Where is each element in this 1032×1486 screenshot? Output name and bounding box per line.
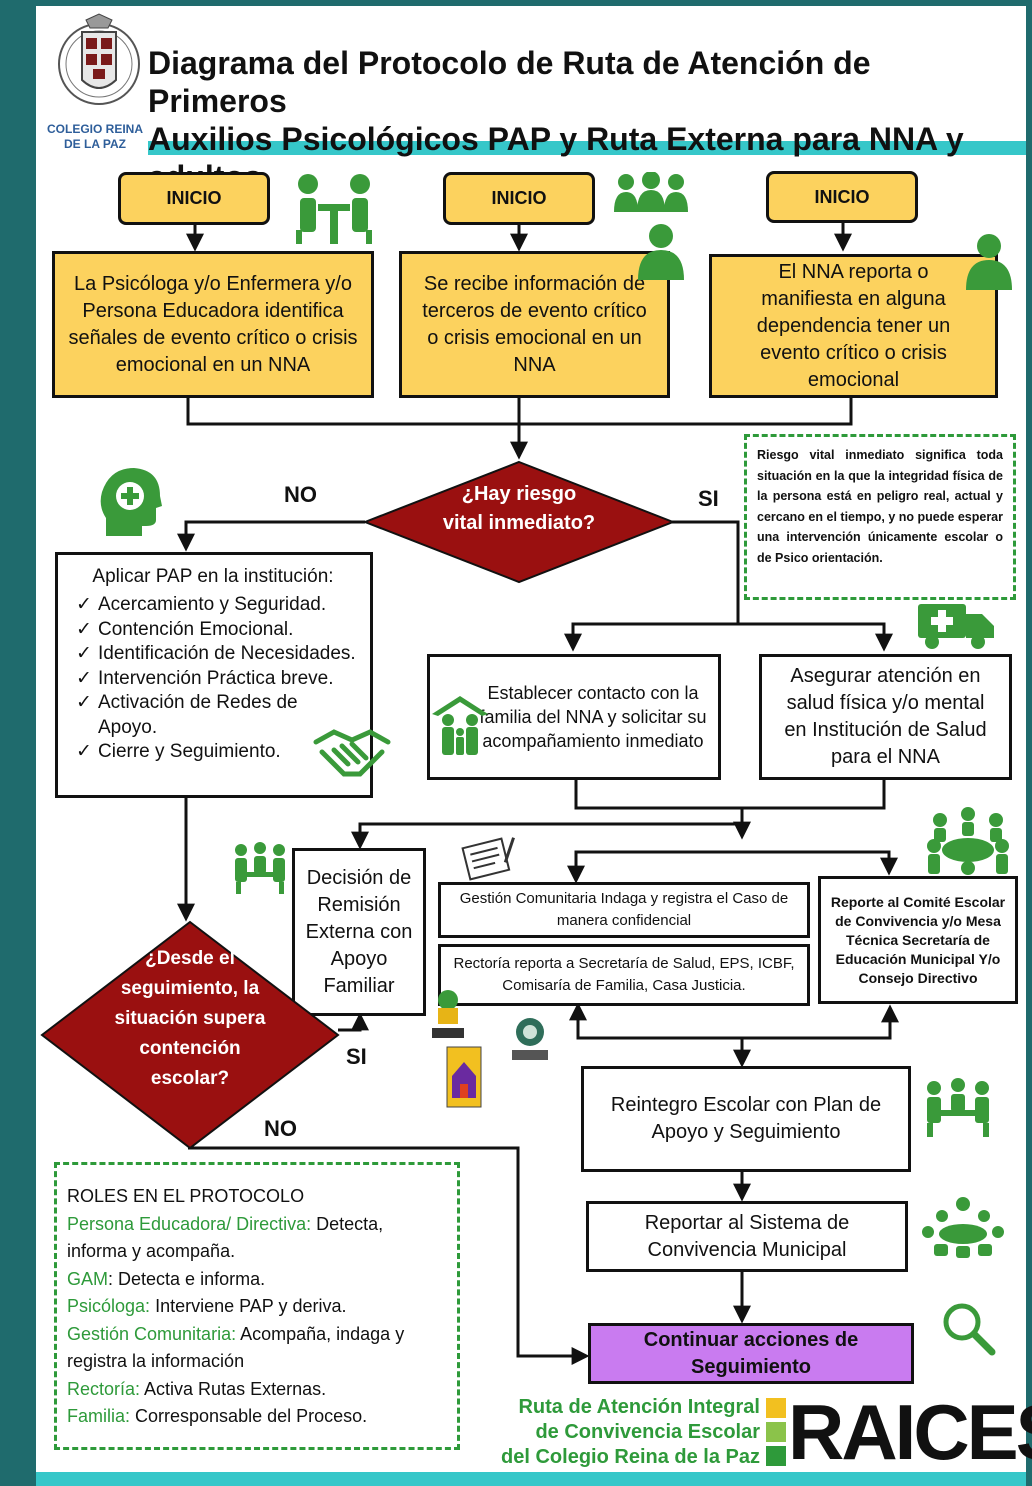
meeting-table-icon <box>296 174 372 244</box>
roles-panel: ROLES EN EL PROTOCOLO Persona Educadora/… <box>54 1162 460 1450</box>
roles-title: ROLES EN EL PROTOCOLO <box>67 1186 305 1206</box>
decision-escalation-no-label: NO <box>264 1116 297 1141</box>
role-entry: Rectoría: Activa Rutas Externas. <box>67 1376 447 1404</box>
route-caption-line-3: del Colegio Reina de la Paz <box>501 1446 760 1468</box>
entry-nna-reports-box: El NNA reporta o manifiesta en alguna de… <box>709 254 998 398</box>
health-care-box: Asegurar atención en salud física y/o me… <box>759 654 1012 780</box>
community-management-box: Gestión Comunitaria Indaga y registra el… <box>438 882 810 938</box>
role-entry: Familia: Corresponsable del Proceso. <box>67 1403 447 1431</box>
role-desc: : Detecta e informa. <box>108 1268 266 1289</box>
right-border <box>1026 0 1032 1486</box>
notepad-icon <box>461 837 515 881</box>
handshake-icon <box>313 729 391 777</box>
role-desc: Interviene PAP y deriva. <box>150 1296 347 1316</box>
route-caption-line-2: de Convivencia Escolar <box>535 1421 760 1443</box>
role-name: Persona Educadora/ Directiva: <box>67 1213 312 1234</box>
role-entry: Persona Educadora/ Directiva: Detecta, i… <box>67 1211 447 1266</box>
left-sidebar-band <box>0 0 36 1486</box>
brand-square-yellow <box>766 1398 786 1418</box>
decision-escalation-yes-label: SI <box>346 1044 367 1069</box>
role-name: Familia: <box>67 1406 131 1426</box>
casa-justicia-logo <box>446 1046 482 1108</box>
bienestar-familiar-logo <box>432 990 464 1038</box>
brand-square-lightgreen <box>766 1422 786 1442</box>
risk-definition-note: Riesgo vital inmediato significa toda si… <box>744 434 1016 600</box>
head-health-icon <box>100 468 162 536</box>
school-name: COLEGIO REINA DE LA PAZ <box>46 122 143 151</box>
header-teal-band <box>148 141 1026 155</box>
pap-item: Contención Emocional. <box>76 618 360 643</box>
decision-escalation-diamond <box>40 920 340 1150</box>
role-name: Gestión Comunitaria: <box>67 1323 237 1344</box>
role-entry: GAM: Detecta e informa. <box>67 1266 447 1294</box>
ambulance-icon <box>918 604 994 649</box>
start-box-2: INICIO <box>443 172 595 225</box>
footer-teal-band <box>36 1472 1026 1486</box>
role-desc: Acompaña, indaga y registra la informaci… <box>67 1323 405 1372</box>
rectoria-report-box: Rectoría reporta a Secretaría de Salud, … <box>438 944 810 1006</box>
group-icon <box>614 172 688 212</box>
pap-item: Activación de Redes de Apoyo. <box>76 691 360 740</box>
report-system-box: Reportar al Sistema de Convivencia Munic… <box>586 1201 908 1272</box>
role-desc: Activa Rutas Externas. <box>140 1378 327 1399</box>
entry-identifies-box: La Psicóloga y/o Enfermera y/o Persona E… <box>52 251 374 398</box>
person-icon <box>966 234 1012 290</box>
school-crest-logo <box>58 13 140 105</box>
meeting-icon <box>927 1078 989 1137</box>
role-desc: Corresponsable del Proceso. <box>130 1406 368 1426</box>
raices-brand: RAICES <box>788 1388 1032 1476</box>
continue-followup-box: Continuar acciones de Seguimiento <box>588 1323 914 1384</box>
family-icon <box>432 696 488 755</box>
pap-list: Acercamiento y Seguridad. Contención Emo… <box>76 593 360 765</box>
pap-item: Acercamiento y Seguridad. <box>76 593 360 618</box>
gobierno-logo <box>512 1018 548 1060</box>
route-caption: Ruta de Atención Integral de Convivencia… <box>490 1395 760 1470</box>
role-entry: Gestión Comunitaria: Acompaña, indaga y … <box>67 1321 447 1376</box>
conference-icon <box>927 807 1009 875</box>
decision-escalation-text: ¿Desde el seguimiento, la situación supe… <box>114 948 266 1089</box>
start-box-1: INICIO <box>118 172 270 225</box>
school-reintegration-box: Reintegro Escolar con Plan de Apoyo y Se… <box>581 1066 911 1172</box>
pap-heading: Aplicar PAP en la institución: <box>92 566 334 587</box>
pap-item: Identificación de Necesidades. <box>76 642 360 667</box>
route-caption-line-1: Ruta de Atención Integral <box>518 1396 760 1418</box>
title-line-1: Diagrama del Protocolo de Ruta de Atenci… <box>148 45 871 119</box>
role-desc: Detecta, informa y acompaña. <box>67 1213 384 1262</box>
role-name: Rectoría: <box>67 1378 141 1399</box>
referral-decision-box: Decisión de Remisión Externa con Apoyo F… <box>292 848 426 1016</box>
team-icon <box>922 1197 1004 1258</box>
magnifier-icon <box>943 1303 996 1356</box>
role-name: Psicóloga: <box>67 1296 151 1316</box>
committee-report-box: Reporte al Comité Escolar de Convivencia… <box>818 876 1018 1004</box>
decision-risk-no-label: NO <box>284 482 317 507</box>
decision-risk-yes-label: SI <box>698 486 719 511</box>
entry-third-party-box: Se recibe información de terceros de eve… <box>399 251 670 398</box>
pap-item: Intervención Práctica breve. <box>76 667 360 692</box>
team-icon <box>235 842 285 894</box>
decision-risk-text: ¿Hay riesgo vital inmediato? <box>442 483 596 534</box>
role-entry: Psicóloga: Interviene PAP y deriva. <box>67 1293 447 1321</box>
top-border <box>36 0 1032 6</box>
person-icon <box>638 224 684 280</box>
start-box-3: INICIO <box>766 171 918 223</box>
decision-risk-diamond <box>363 460 675 584</box>
role-name: GAM <box>67 1268 109 1289</box>
pap-box: Aplicar PAP en la institución: Acercamie… <box>55 552 373 798</box>
brand-square-green <box>766 1446 786 1466</box>
pap-item: Cierre y Seguimiento. <box>76 740 360 765</box>
